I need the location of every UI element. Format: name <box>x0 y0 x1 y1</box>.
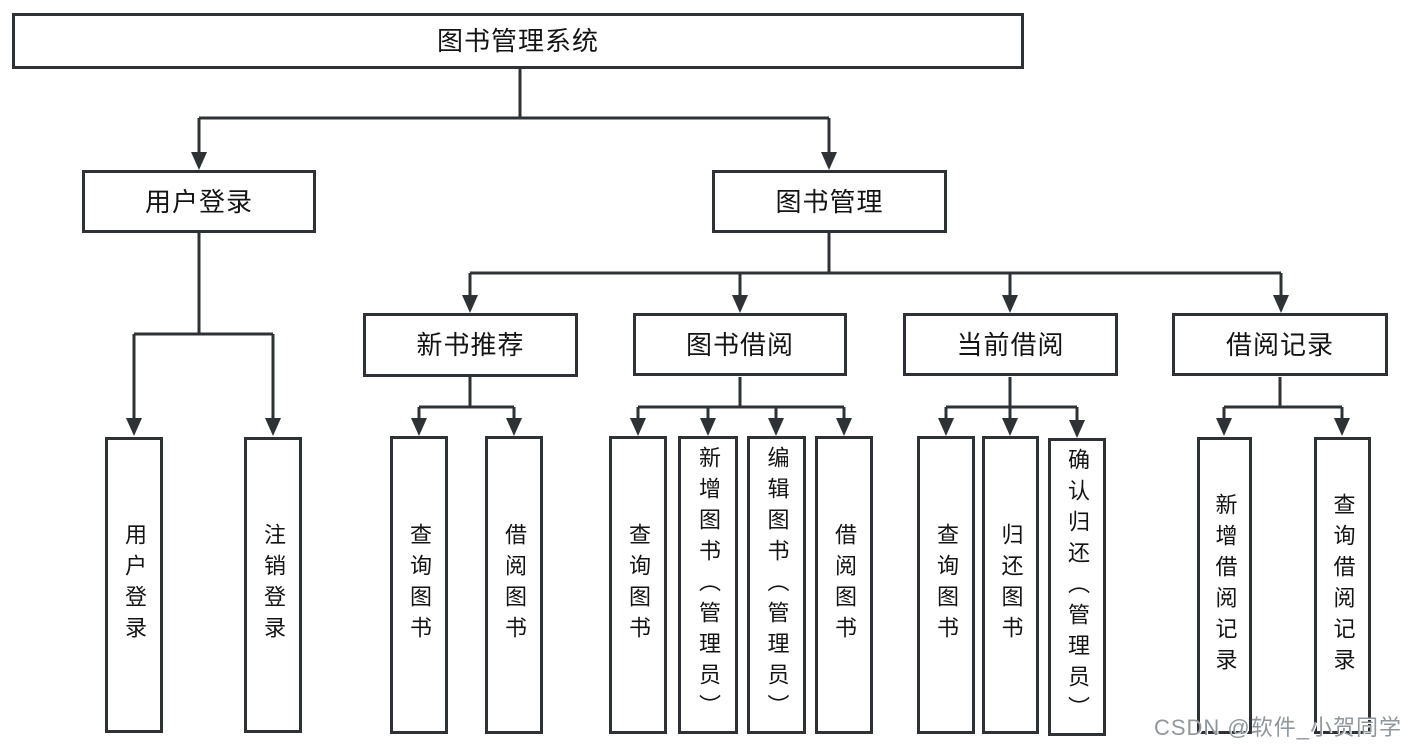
node-leaf-confirm-return-admin: 确认归还（管理员） <box>1048 438 1106 736</box>
node-leaf-add-borrow-record: 新增借阅记录 <box>1197 437 1252 734</box>
node-leaf-borrow-books-2: 借阅图书 <box>815 436 873 734</box>
node-root: 图书管理系统 <box>12 13 1024 69</box>
node-leaf-borrow-books-1: 借阅图书 <box>485 436 543 734</box>
node-current-borrow: 当前借阅 <box>903 313 1118 376</box>
node-book-borrow: 图书借阅 <box>633 313 847 376</box>
node-new-book-recommend: 新书推荐 <box>363 313 578 377</box>
node-user-login: 用户登录 <box>82 170 316 233</box>
node-leaf-user-login: 用户登录 <box>105 437 163 733</box>
node-leaf-add-book-admin: 新增图书（管理员） <box>678 436 738 734</box>
node-leaf-query-borrow-record: 查询借阅记录 <box>1314 437 1371 734</box>
node-borrow-records: 借阅记录 <box>1172 313 1388 376</box>
node-leaf-query-books-3: 查询图书 <box>917 436 975 734</box>
watermark: CSDN @软件_小贺同学 <box>1153 715 1402 740</box>
node-leaf-edit-book-admin: 编辑图书（管理员） <box>747 436 806 734</box>
node-leaf-query-books-2: 查询图书 <box>609 436 667 734</box>
node-book-management: 图书管理 <box>712 170 947 233</box>
node-leaf-return-book: 归还图书 <box>982 436 1039 734</box>
node-leaf-logout: 注销登录 <box>244 437 302 733</box>
node-leaf-query-books-1: 查询图书 <box>390 436 448 734</box>
